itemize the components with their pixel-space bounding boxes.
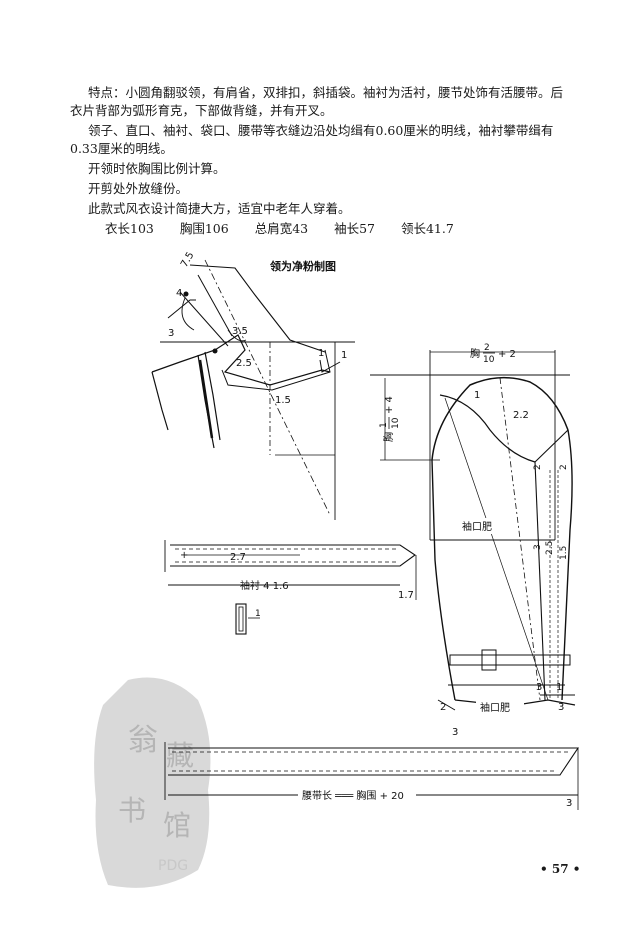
collar-note: 开领时依胸围比例计算。 (88, 161, 226, 176)
watermark-seal: 翁 藏 书 馆 PDG (94, 677, 211, 888)
svg-text:馆: 馆 (163, 809, 191, 842)
sleeve-cap-curve (431, 376, 569, 461)
measurement-specs: 衣长103 胸围106 总肩宽43 袖长57 领长41.7 (105, 220, 476, 238)
svg-text:翁: 翁 (128, 723, 158, 758)
svg-text:+ 4: + 4 (384, 396, 395, 414)
sleeve-side-label: 胸 1 10 + 4 (379, 396, 401, 442)
feature-line-2: 衣片背部为弧形育克，下部做背缝，并有开叉。 (70, 103, 333, 118)
collar-point-dot-2 (183, 291, 189, 297)
svg-text:藏: 藏 (166, 739, 194, 772)
sleeve-cap-join (534, 429, 569, 463)
collar-arc-4 (181, 297, 195, 331)
collar-title: 领为净粉制图 (269, 259, 336, 273)
stitching-paragraph: 领子、直口、袖衬、袋口、腰带等衣缝边沿处均缉有0.60厘米的明线，袖衬攀带缉有 … (70, 122, 608, 158)
stitching-line-1: 领子、直口、袖衬、袋口、腰带等衣缝边沿处均缉有0.60厘米的明线，袖衬攀带缉有 (88, 123, 554, 138)
sleeve-label-1: 1 (474, 390, 480, 401)
spec-sleeve: 袖长57 (334, 221, 375, 236)
tab-plus: + (180, 550, 188, 561)
stitching-line-2: 0.33厘米的明线。 (70, 141, 173, 156)
label-3: 3 (168, 328, 174, 339)
svg-text:1: 1 (379, 422, 389, 428)
label-tab-1: 1 (255, 609, 261, 619)
label-3-5: 3.5 (232, 326, 248, 337)
sleeve-top-prefix: 胸 (470, 347, 480, 360)
sleeve-label-2a: 2 (533, 464, 543, 470)
label-1a: 1 (318, 348, 324, 359)
sleeve-strap (449, 654, 571, 666)
sleeve-label-2-2: 2.2 (513, 410, 529, 421)
sleeve-tab-outline (170, 544, 416, 567)
label-4: 4 (176, 288, 182, 299)
collar-corner (167, 299, 196, 319)
buckle-outer (235, 603, 247, 635)
sleeve-label-2b: 2 (559, 464, 569, 470)
sleeve-top-num: 2 (484, 343, 490, 353)
feature-paragraph: 特点：小圆角翻驳领，有肩省，双排扣，斜插袋。袖衬为活衬，腰节处饰有活腰带。后 衣… (70, 84, 608, 120)
belt-label-3: 3 (566, 798, 572, 809)
sleeve-label-3d: 3 (558, 702, 564, 713)
collar-line-a (197, 274, 233, 337)
sleeve-under-cap (439, 394, 536, 463)
cuff-label-bg (458, 518, 506, 534)
collar-fold-dash (204, 259, 331, 516)
sleeve-top-suffix: + 2 (498, 349, 516, 360)
sleeve-front-seam (431, 459, 456, 701)
buckle-inner (238, 606, 244, 632)
seam-note: 开剪处外放缝份。 (88, 181, 189, 196)
watermark-label: PDG (158, 858, 188, 874)
spec-collar: 领长41.7 (400, 221, 454, 236)
label-2-5: 2.5 (236, 358, 252, 369)
spec-length: 衣长103 (105, 221, 154, 236)
collar-line-b (179, 291, 229, 347)
belt-length-label: 腰带长 ═══ 胸围 + 20 (302, 789, 404, 802)
spec-chest: 胸围106 (179, 221, 229, 236)
svg-text:书: 书 (118, 794, 146, 827)
label-1b: 1 (341, 350, 347, 361)
sleeve-label-3a: 3 (533, 544, 543, 550)
belt-label-bg (298, 788, 416, 802)
cuff-label-bg-2 (476, 700, 524, 714)
spec-shoulder: 总肩宽43 (254, 221, 309, 236)
lapel-left (151, 371, 169, 431)
collar-stand (221, 349, 331, 391)
sleeve-label-3c: 3 (452, 727, 458, 738)
collar-point-dot (212, 348, 218, 354)
feature-line-1: 特点：小圆角翻驳领，有肩省，双排扣，斜插袋。袖衬为活衬，腰节处饰有活腰带。后 (88, 85, 564, 100)
collar-neckline (151, 334, 331, 386)
sleeve-back-seam (561, 429, 573, 701)
sleeve-top-den: 10 (483, 355, 495, 365)
sleeve-label-2-5: 2.5 (545, 541, 555, 555)
sleeve-label-1c: 1 (556, 682, 562, 693)
collar-notch-right (319, 359, 341, 373)
sleeve-label-1-5: 1.5 (559, 546, 569, 560)
label-2-7: 2.7 (230, 552, 246, 563)
sleeve-label-3b: 3 (536, 682, 542, 693)
sleeve-label-2c: 2 (440, 702, 446, 713)
sleeve-centre-dash (499, 377, 541, 701)
belt-outline (168, 747, 580, 776)
style-note: 此款式风衣设计简捷大方，适宜中老年人穿着。 (88, 201, 351, 216)
collar-outer-edge (189, 264, 326, 353)
sleeve-cuff-label: 袖口肥 (462, 520, 492, 533)
sleeve-strap-buckle (481, 649, 497, 671)
collar-arc-35 (227, 329, 247, 342)
page-number: • 57 • (540, 862, 581, 876)
svg-text:胸: 胸 (382, 432, 395, 442)
label-1-5: 1.5 (275, 395, 291, 406)
label-7-5: 7.5 (179, 250, 196, 269)
svg-text:10: 10 (391, 417, 401, 429)
lapel-spike-b (204, 351, 221, 441)
sleeve-inner-seam (534, 461, 546, 701)
lapel-dark (198, 359, 214, 439)
label-tab-length: 袖衬 4 1.6 (240, 579, 289, 592)
sleeve-hem-left (437, 699, 456, 711)
sleeve-cuff-label-2: 袖口肥 (480, 701, 510, 714)
sleeve-guide-a (444, 397, 549, 701)
label-1-7: 1.7 (398, 590, 414, 601)
